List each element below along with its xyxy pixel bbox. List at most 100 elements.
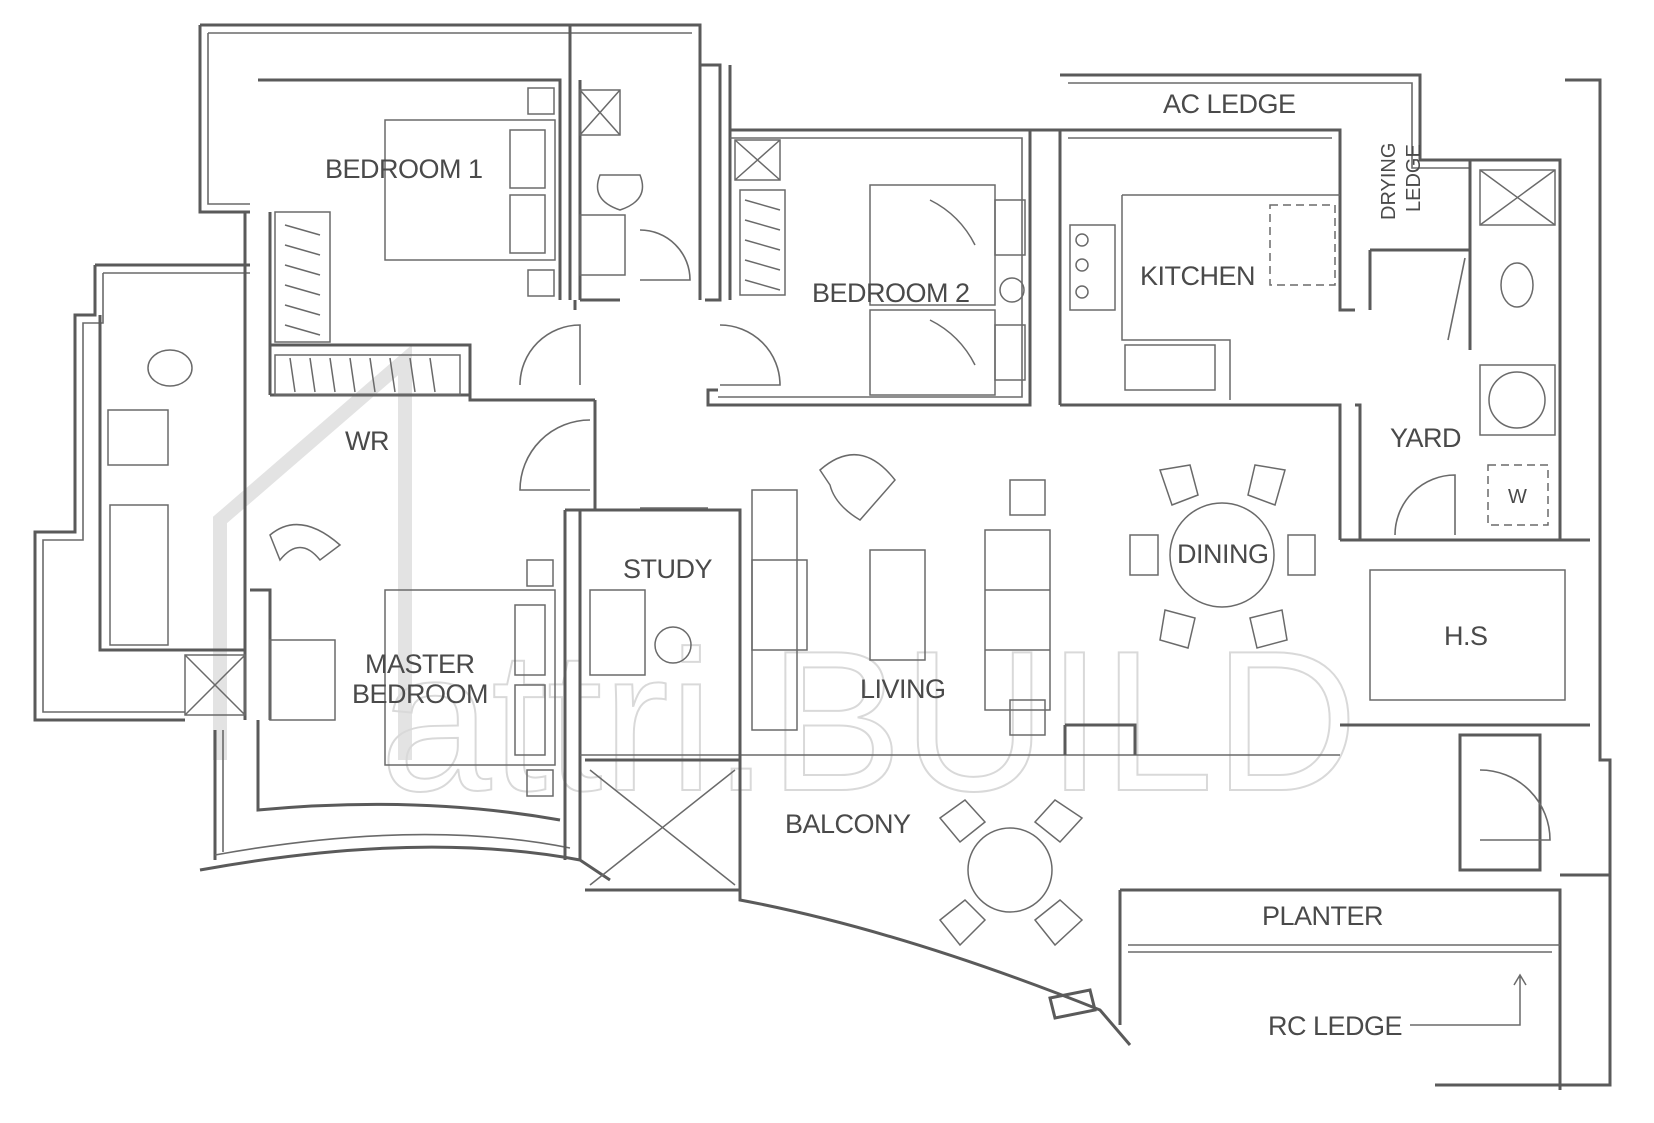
nightstand-master-a	[526, 559, 554, 587]
desk-study	[589, 589, 646, 676]
label-living: LIVING	[860, 674, 946, 704]
wall-planter-inner	[1128, 944, 1560, 953]
label-ac-ledge: AC LEDGE	[1163, 89, 1296, 119]
label-drying-ledge: LEDGE	[1403, 144, 1425, 212]
wall-corridor-right	[698, 65, 732, 300]
wall-entrance-foyer	[1458, 733, 1542, 872]
toilet-master-bath	[147, 349, 193, 387]
room-labels: BEDROOM 1 BEDROOM 2 AC LEDGE DRYING LEDG…	[325, 89, 1527, 1041]
nightstand-bedroom1-b	[527, 269, 555, 297]
wall-bedroom1-left-inner	[207, 33, 250, 205]
door-bedroom2	[719, 324, 781, 386]
label-drying: DRYING	[1378, 143, 1400, 220]
basin-bath1	[579, 214, 626, 276]
label-hs: H.S	[1444, 621, 1488, 651]
label-dining: DINING	[1177, 539, 1269, 569]
wall-bedroom2-inner	[718, 137, 1023, 398]
dresser-master	[269, 639, 336, 721]
wall-wr-top	[270, 343, 595, 402]
washer-drum	[1488, 371, 1546, 429]
side-table-a	[1009, 479, 1046, 516]
watermark: attri.BUILD	[213, 344, 1359, 834]
balcony-table	[967, 827, 1053, 913]
wall-kitchen-top	[1060, 128, 1355, 312]
shower-bath1	[579, 89, 621, 136]
pillow-master-a	[514, 604, 546, 676]
label-balcony: BALCONY	[785, 809, 911, 839]
door-bedroom1	[519, 324, 581, 386]
wall-planter	[1118, 888, 1562, 1090]
wall-kitchen-bottom	[1060, 403, 1342, 540]
dining-chair-1	[1159, 464, 1199, 506]
wall-bedroom1-left	[198, 25, 250, 214]
wardrobe-hatching-bedroom1	[284, 224, 321, 336]
armchair-master	[269, 523, 342, 562]
door-right-wc	[1447, 257, 1466, 341]
washer-box	[1479, 364, 1556, 436]
bed-bedroom1	[384, 119, 556, 261]
dining-chair-5	[1159, 609, 1196, 649]
coffee-table	[869, 549, 926, 661]
wall-kitchen-left	[1030, 128, 1062, 405]
burner-2	[1075, 258, 1089, 272]
kitchen-sink	[1124, 344, 1216, 391]
door-master	[519, 419, 591, 491]
toilet-bath1	[596, 174, 644, 211]
sofa-cushions	[985, 589, 1050, 651]
bathtub	[109, 504, 169, 646]
wall-master-left	[250, 588, 272, 720]
wall-bath-inner-box	[98, 315, 245, 652]
shower-cross-right-wc	[1479, 169, 1556, 226]
burner-3	[1075, 285, 1089, 299]
wardrobe-hatching-bedroom2	[744, 199, 781, 291]
wall-master-bath-inner	[42, 272, 250, 713]
wall-rc-ledge	[1435, 873, 1612, 1087]
balcony-chair-4	[1033, 899, 1084, 947]
pillow-bedroom1-a	[509, 129, 546, 189]
label-yard: YARD	[1390, 423, 1461, 453]
wall-balcony-store	[585, 758, 742, 892]
shower-right-wc	[1479, 169, 1556, 226]
sofa	[984, 529, 1051, 711]
balcony-chair-2	[1033, 799, 1084, 844]
label-bedroom2: BEDROOM 2	[812, 278, 970, 308]
pillow-bedroom2-a	[994, 199, 1026, 256]
kitchen-counter	[1121, 194, 1340, 400]
nightstand-bedroom2	[999, 277, 1025, 303]
label-w: W	[1508, 486, 1527, 508]
balcony-store-cross	[589, 769, 736, 886]
wall-bedroom1-top	[200, 23, 722, 302]
wall-master-curve-inner	[214, 833, 571, 856]
stove	[1069, 224, 1116, 311]
wall-master-inside	[256, 720, 561, 822]
door-yard	[1394, 474, 1456, 536]
label-rc-ledge: RC LEDGE	[1268, 1011, 1402, 1041]
wall-study	[580, 508, 742, 740]
pillow-bedroom2-b	[994, 324, 1026, 381]
dining-chair-3	[1129, 534, 1159, 576]
dining-chair-6	[1249, 609, 1288, 649]
nightstand-master-b	[526, 769, 554, 797]
watermark-house-shape	[213, 344, 412, 760]
balcony-chair-3	[938, 898, 987, 947]
w-space	[1487, 464, 1549, 526]
pillow-master-b	[514, 684, 546, 756]
label-wr: WR	[345, 426, 389, 456]
armchair-living	[819, 454, 896, 521]
wall-master-curve	[199, 845, 611, 882]
fridge-space	[1269, 204, 1336, 286]
balcony-chair-1	[938, 799, 987, 844]
label-bedroom1: BEDROOM 1	[325, 154, 483, 184]
wardrobe-bedroom2	[739, 189, 786, 296]
basin-master-bath	[107, 409, 169, 466]
door-entrance	[1479, 769, 1551, 841]
wall-bath1-left	[568, 25, 582, 300]
dining-table	[1169, 502, 1275, 608]
shower-master-bath	[184, 654, 246, 716]
wardrobe-wr	[274, 354, 461, 396]
wall-master-bath-right	[243, 212, 272, 720]
wall-bedroom2	[706, 128, 1032, 407]
wall-ac-ledge-outer	[1060, 73, 1470, 162]
label-kitchen: KITCHEN	[1140, 261, 1255, 291]
